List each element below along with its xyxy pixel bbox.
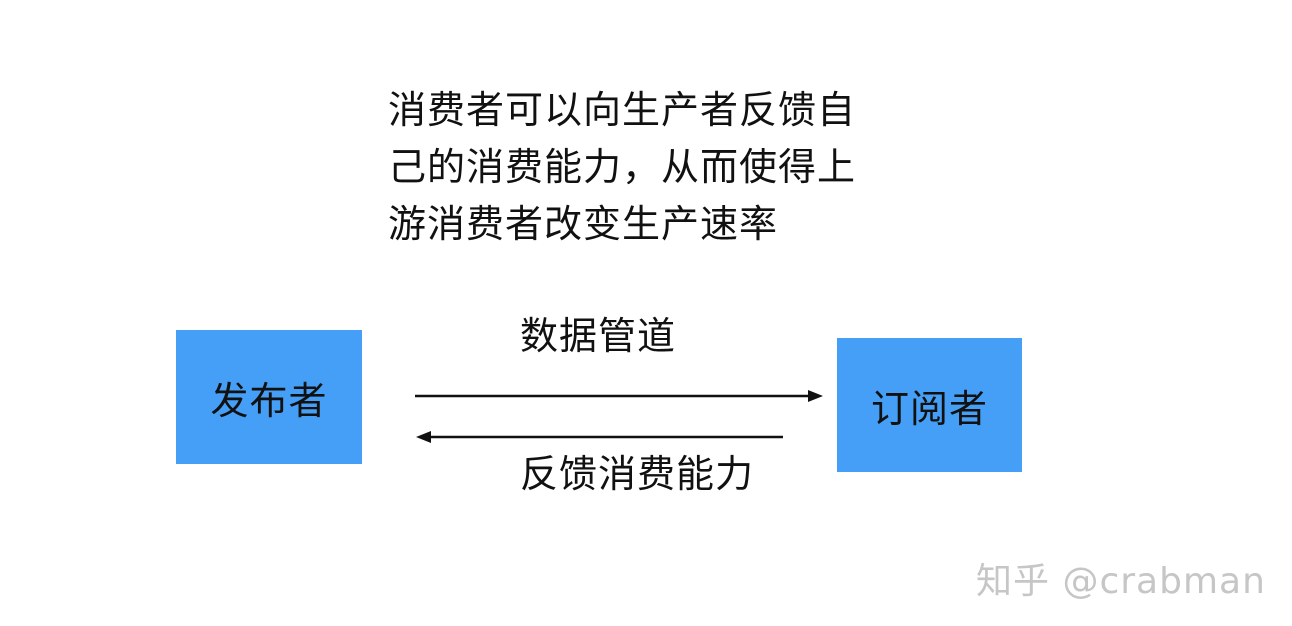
- publisher-box: 发布者: [176, 330, 362, 464]
- data-pipe-label: 数据管道: [520, 314, 677, 358]
- note-line-2: 己的消费能力，从而使得上: [388, 145, 857, 189]
- subscriber-box: 订阅者: [837, 338, 1022, 472]
- feedback-label: 反馈消费能力: [520, 452, 755, 496]
- publisher-label: 发布者: [210, 378, 328, 423]
- subscriber-label: 订阅者: [870, 386, 988, 431]
- explanation-note: 消费者可以向生产者反馈自 己的消费能力，从而使得上 游消费者改变生产速率: [388, 82, 908, 253]
- note-line-3: 游消费者改变生产速率: [388, 202, 779, 246]
- feedback-arrow: [416, 431, 783, 443]
- data-pipe-arrow: [415, 390, 823, 402]
- note-line-1: 消费者可以向生产者反馈自: [388, 88, 857, 132]
- watermark: 知乎 @crabman: [976, 561, 1266, 602]
